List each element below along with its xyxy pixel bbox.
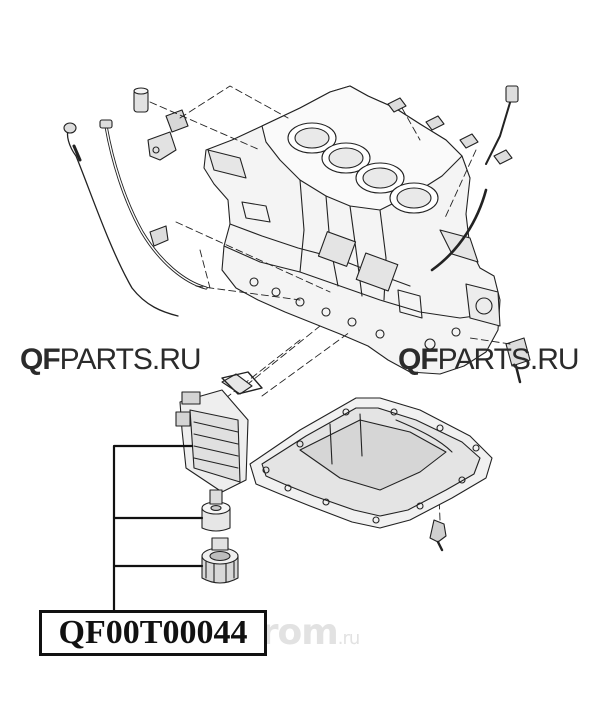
oil-filter-housing bbox=[175, 373, 253, 493]
drain-plug bbox=[429, 519, 447, 552]
right-sensor bbox=[505, 337, 531, 384]
callout-bracket bbox=[112, 444, 204, 614]
oil-filter-cap bbox=[201, 537, 239, 584]
mounting-bracket bbox=[147, 109, 189, 161]
watermark-right: QFPARTS.RU bbox=[398, 343, 580, 376]
watermark-left: QFPARTS.RU bbox=[20, 343, 202, 376]
leader-lines bbox=[149, 85, 511, 521]
part-number-label: QF00T00044 bbox=[39, 610, 267, 656]
oil-level-sensor bbox=[430, 85, 519, 272]
retaining-clips bbox=[387, 97, 513, 165]
oil-filter-element bbox=[201, 489, 231, 532]
engine-block bbox=[203, 85, 501, 375]
breather-cap bbox=[133, 87, 149, 113]
dipstick-tube bbox=[99, 119, 208, 290]
dipstick bbox=[63, 122, 179, 317]
housing-gasket bbox=[221, 371, 263, 395]
oil-pan bbox=[249, 397, 493, 529]
